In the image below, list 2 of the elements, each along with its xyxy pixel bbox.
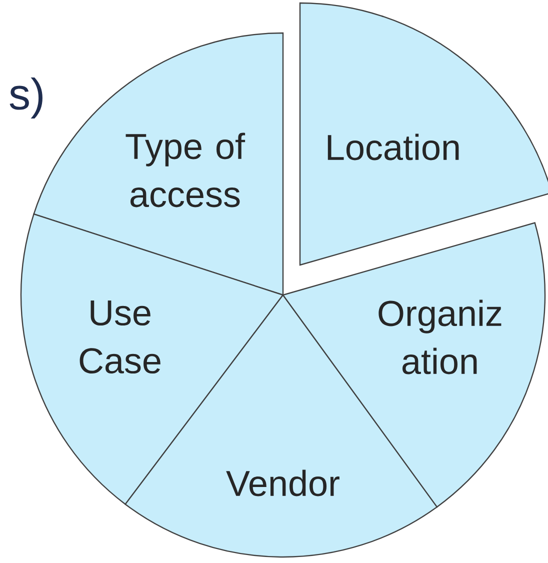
node-label: Location: [328, 134, 459, 160]
pie-slice: Location: [299, 2, 548, 266]
